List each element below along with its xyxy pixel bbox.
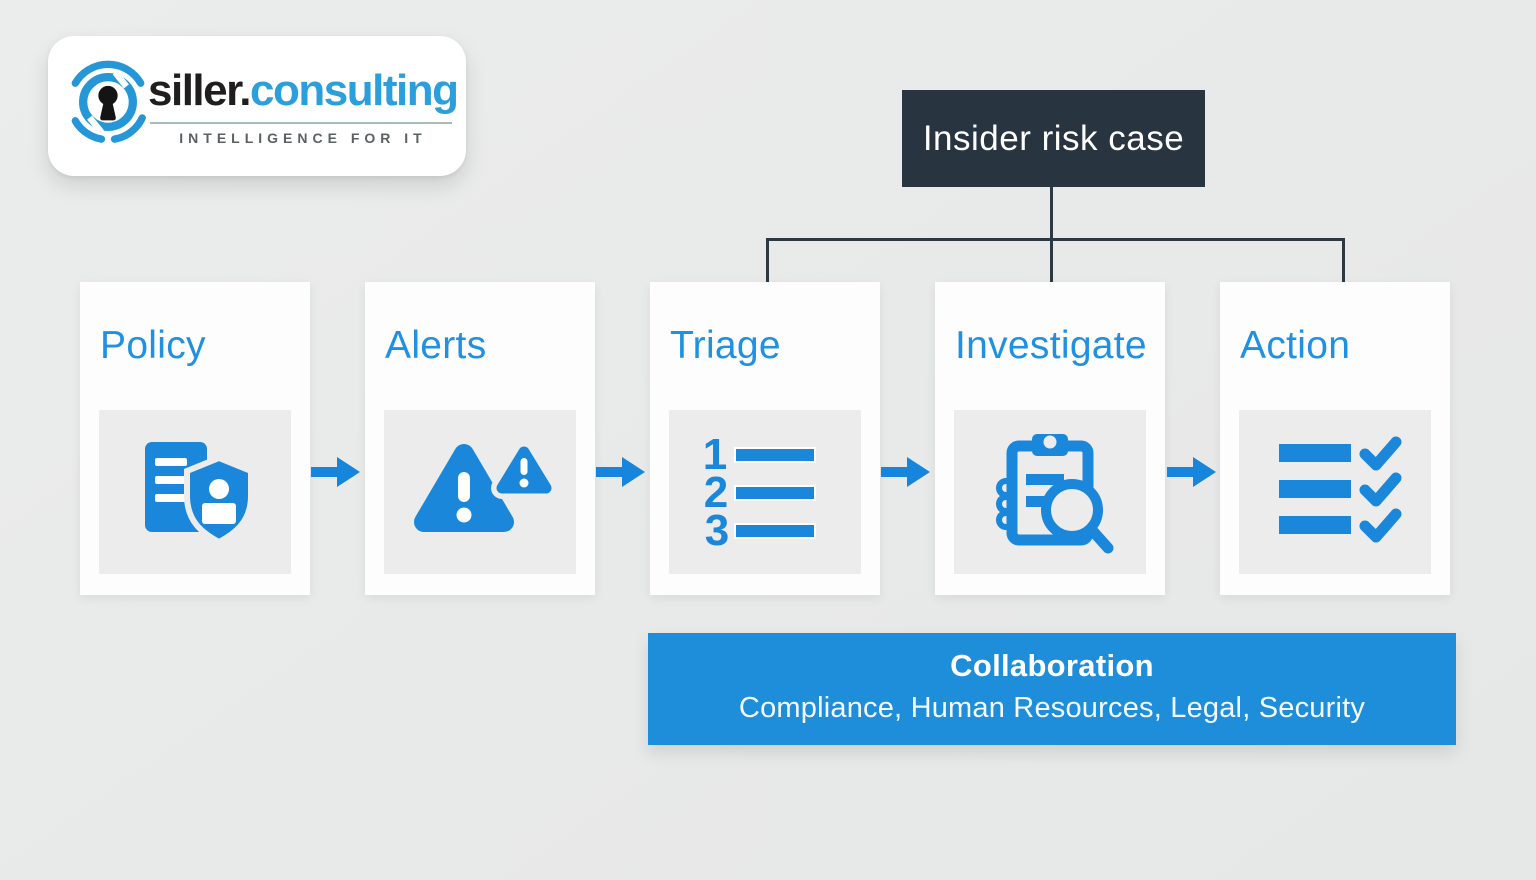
connector-drop-action: [1342, 238, 1345, 284]
right-arrow-icon: [1167, 457, 1216, 487]
collaboration-bar: Collaboration Compliance, Human Resource…: [648, 633, 1456, 745]
insider-risk-case-label: Insider risk case: [922, 118, 1185, 158]
stage-title-alerts: Alerts: [385, 324, 487, 367]
clipboard-magnifier-icon: [996, 434, 1114, 554]
stage-icon-area: [384, 410, 576, 574]
connector-drop-triage: [766, 238, 769, 284]
connector-root-vertical: [1050, 187, 1053, 240]
stage-title-investigate: Investigate: [955, 324, 1147, 367]
list-number-1: 1: [703, 430, 727, 479]
list-number-2: 2: [704, 468, 728, 517]
stage-icon-area: 1 2 3: [669, 410, 861, 574]
connector-horizontal: [766, 238, 1345, 241]
brand-name-secondary: consulting: [250, 66, 459, 115]
stage-box-triage: Triage 1 2 3: [650, 282, 880, 595]
brand-tagline: INTELLIGENCE FOR IT: [179, 130, 427, 146]
stage-icon-area: [99, 410, 291, 574]
stage-box-investigate: Investigate: [935, 282, 1165, 595]
brand-name: siller.consulting: [148, 66, 459, 116]
stage-icon-area: [954, 410, 1146, 574]
warning-triangles-icon: [414, 441, 557, 532]
keyhole-security-icon: [71, 60, 146, 143]
collaboration-subtitle: Compliance, Human Resources, Legal, Secu…: [738, 692, 1366, 724]
connector-drop-investigate: [1050, 238, 1053, 284]
policy-document-shield-icon: [145, 442, 254, 546]
stage-icon-area: [1239, 410, 1431, 574]
insider-risk-case-node: Insider risk case: [902, 90, 1205, 187]
stage-title-triage: Triage: [670, 324, 781, 367]
collaboration-title: Collaboration: [950, 648, 1154, 683]
right-arrow-icon: [311, 457, 360, 487]
stage-title-action: Action: [1240, 324, 1351, 367]
stage-box-action: Action: [1220, 282, 1450, 595]
stage-title-policy: Policy: [100, 324, 206, 367]
brand-name-primary: siller.: [148, 66, 252, 115]
siller-consulting-logo-card: siller.consulting INTELLIGENCE FOR IT: [48, 36, 466, 176]
checklist-checkmarks-icon: [1279, 436, 1402, 543]
stage-box-alerts: Alerts: [365, 282, 595, 595]
list-number-3: 3: [705, 506, 729, 555]
right-arrow-icon: [596, 457, 645, 487]
right-arrow-icon: [881, 457, 930, 487]
numbered-list-icon: 1 2 3: [703, 430, 816, 555]
brand-divider: [150, 122, 452, 124]
stage-box-policy: Policy: [80, 282, 310, 595]
